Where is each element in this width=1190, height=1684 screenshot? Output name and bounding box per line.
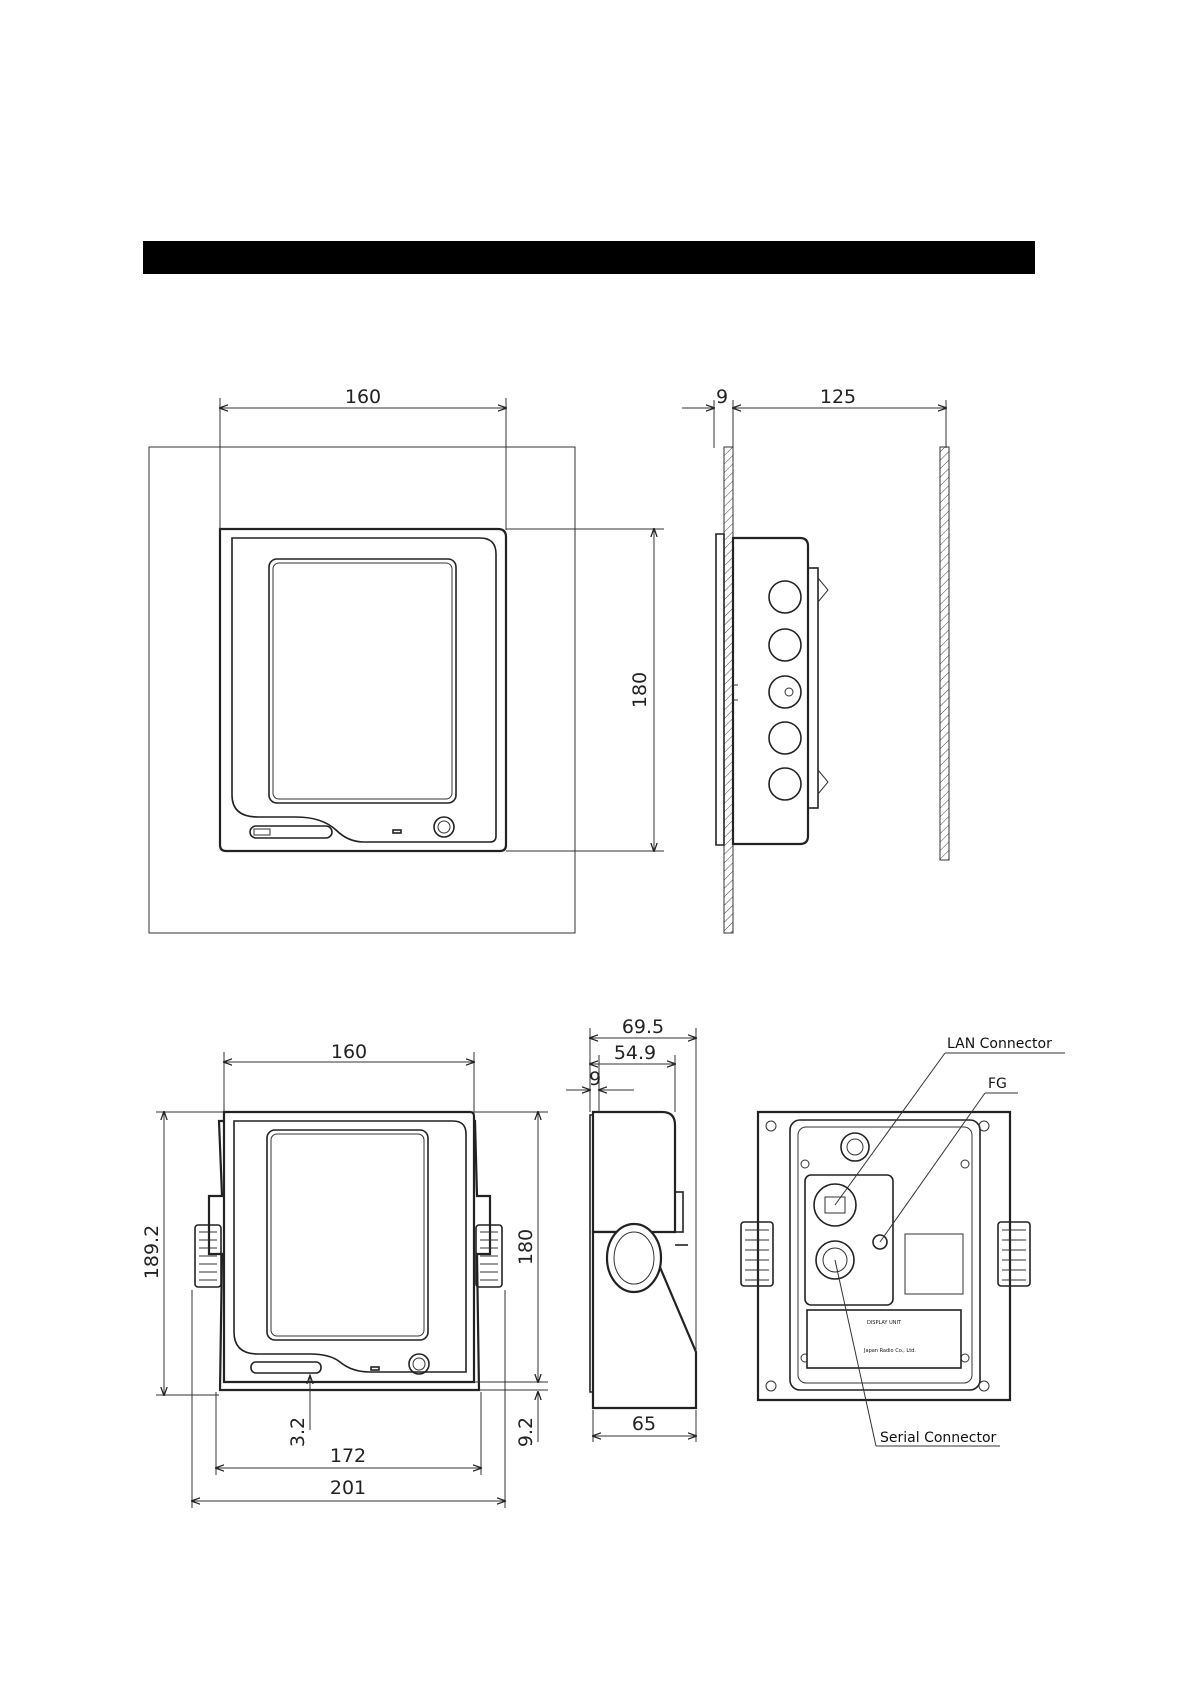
dim-label-180-front: 180 <box>515 1229 537 1265</box>
dim-label-54-9: 54.9 <box>614 1042 656 1064</box>
flush-mount-side-view <box>716 447 949 933</box>
dim-front-width-160: 160 <box>224 1041 474 1112</box>
callout-label-serial: Serial Connector <box>880 1430 997 1446</box>
dim-label-3-2: 3.2 <box>287 1417 309 1447</box>
nameplate-maker: Japan Radio Co., Ltd. <box>863 1348 916 1354</box>
callout-label-lan: LAN Connector <box>947 1036 1052 1052</box>
dim-top-side: 9 125 <box>682 386 946 448</box>
dim-label-69-5: 69.5 <box>622 1016 664 1038</box>
mounting-panel <box>724 447 733 933</box>
rear-view: DISPLAY UNIT Japan Radio Co., Ltd. <box>741 1112 1030 1400</box>
dim-label-160-top: 160 <box>345 386 381 408</box>
dim-label-65: 65 <box>632 1413 656 1435</box>
dim-label-125: 125 <box>820 386 856 408</box>
flush-mount-front-view <box>149 447 575 933</box>
dim-side-base: 65 <box>593 1410 696 1442</box>
bracket-mount-front-view <box>195 1112 502 1390</box>
dim-top-front-width: 160 <box>220 386 506 530</box>
dim-label-9-top: 9 <box>716 386 728 408</box>
side-knob <box>607 1224 661 1292</box>
dim-label-9-side: 9 <box>589 1068 601 1090</box>
nameplate-unit: DISPLAY UNIT <box>867 1320 902 1326</box>
rear-wall <box>940 447 949 860</box>
dim-label-9-2: 9.2 <box>515 1417 537 1447</box>
dim-label-172: 172 <box>330 1445 366 1467</box>
front-bezel <box>224 1112 474 1382</box>
dim-label-180-top: 180 <box>629 672 651 708</box>
dim-front-side-offset: 9.2 <box>479 1390 548 1447</box>
dim-label-160-front: 160 <box>331 1041 367 1063</box>
dim-front-width-172: 172 <box>216 1392 481 1475</box>
callout-label-fg: FG <box>988 1076 1007 1092</box>
dim-label-189-2: 189.2 <box>141 1225 163 1279</box>
dim-label-201: 201 <box>330 1477 366 1499</box>
nameplate <box>807 1310 961 1368</box>
bracket-mount-side-view <box>590 1112 696 1408</box>
dim-top-front-height: 180 <box>506 529 664 851</box>
